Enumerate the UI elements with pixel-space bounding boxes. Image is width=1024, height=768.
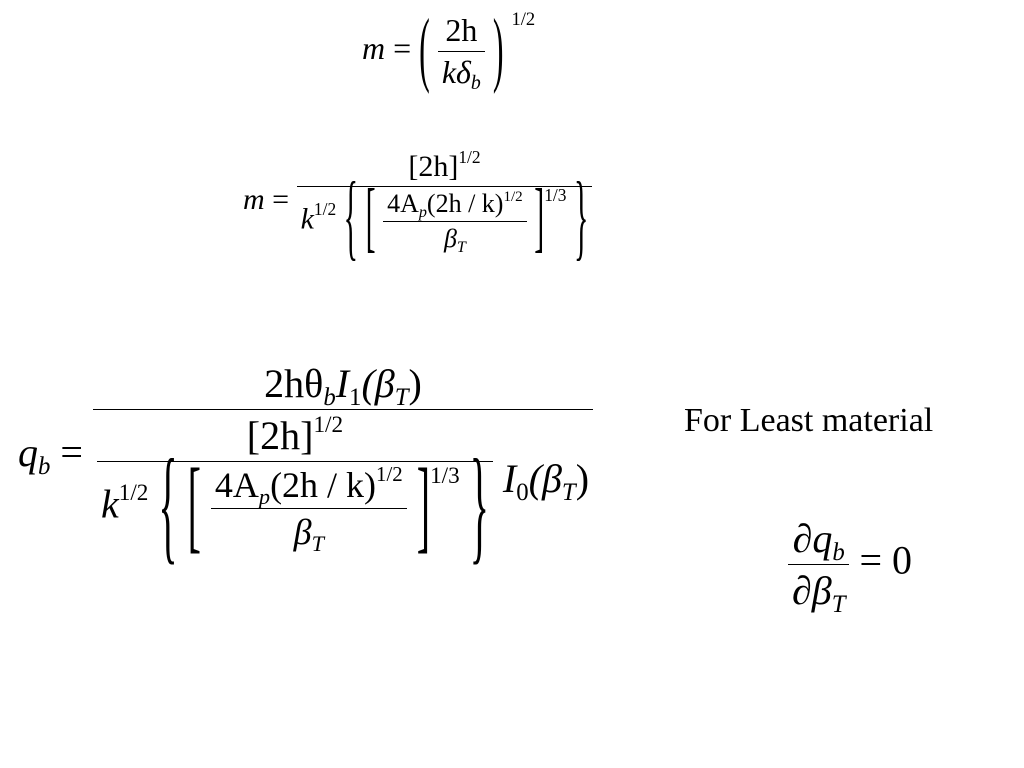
eq1-lhs: m [362, 29, 386, 66]
eq3-numerator: 2hθbI1(βT) [264, 361, 422, 411]
equation-qb: qb = 2hθbI1(βT) [2h]1/2 k1/2 { [ 4Ap(2h … [18, 360, 594, 576]
eq2-inner-fraction: 4Ap(2h / k)1/2 βT [383, 189, 527, 256]
eq3-tail: I0(βT) [502, 455, 590, 506]
least-material-note: For Least material [684, 402, 934, 439]
eq2-equals: = [272, 182, 290, 216]
eq1-fraction: 2h kδb [437, 12, 485, 95]
eq4-numerator: ∂qb [792, 516, 845, 566]
eq1-equals: = [393, 29, 412, 66]
eq3-lhs: qb [18, 429, 51, 480]
eq3-denominator: [2h]1/2 k1/2 { [ 4Ap(2h / k)1/2 βT ]1/3 … [93, 410, 593, 576]
eq4-fraction-bar [788, 564, 850, 565]
eq4-fraction: ∂qb ∂βT [788, 515, 850, 618]
eq2-denominator: k1/2 { [ 4Ap(2h / k)1/2 βT ]1/3 } [297, 165, 593, 271]
eq2-right-bracket: ] [534, 175, 545, 261]
eq3-left-brace: { [158, 432, 178, 577]
eq1-left-paren: ( [419, 0, 430, 94]
eq3-nested-fraction: [2h]1/2 k1/2 { [ 4Ap(2h / k)1/2 βT ]1/3 … [96, 412, 493, 576]
eq3-inner-fraction: 4Ap(2h / k)1/2 βT [210, 462, 407, 556]
eq3-left-bracket: [ [187, 445, 201, 563]
equation-derivative: ∂qb ∂βT = 0 [788, 515, 913, 618]
eq2-fraction-bar [296, 186, 593, 187]
equation-m-expanded: m = [2h]1/2 k1/2 { [ 4Ap(2h / k)1/2 βT ]… [243, 146, 593, 271]
eq3-fraction-bar [92, 409, 594, 410]
eq3-equals: = [60, 429, 83, 475]
eq1-exponent: 1/2 [511, 9, 536, 31]
eq2-left-brace: { [343, 164, 359, 271]
eq3-right-brace: } [469, 432, 489, 577]
eq2-fraction: [2h]1/2 k1/2 { [ 4Ap(2h / k)1/2 βT ]1/3 … [296, 146, 593, 271]
eq1-denominator: kδb [441, 54, 481, 95]
eq2-right-brace: } [573, 164, 589, 271]
eq1-fraction-bar [437, 51, 485, 52]
eq2-lhs: m [243, 182, 265, 216]
eq3-fraction: 2hθbI1(βT) [2h]1/2 k1/2 { [ 4Ap(2h / k)1… [92, 360, 594, 576]
eq4-denominator: ∂βT [792, 568, 846, 618]
eq3-right-bracket: ] [416, 445, 431, 563]
eq4-rhs: 0 [892, 537, 913, 583]
eq1-numerator: 2h [445, 12, 478, 48]
eq2-left-bracket: [ [365, 175, 376, 261]
equation-m-delta: m = ( 2h kδb ) 1/2 [362, 0, 536, 95]
eq2-numerator: [2h]1/2 [408, 146, 481, 183]
eq1-right-paren: ) [492, 0, 504, 94]
eq4-equals: = [859, 537, 883, 583]
